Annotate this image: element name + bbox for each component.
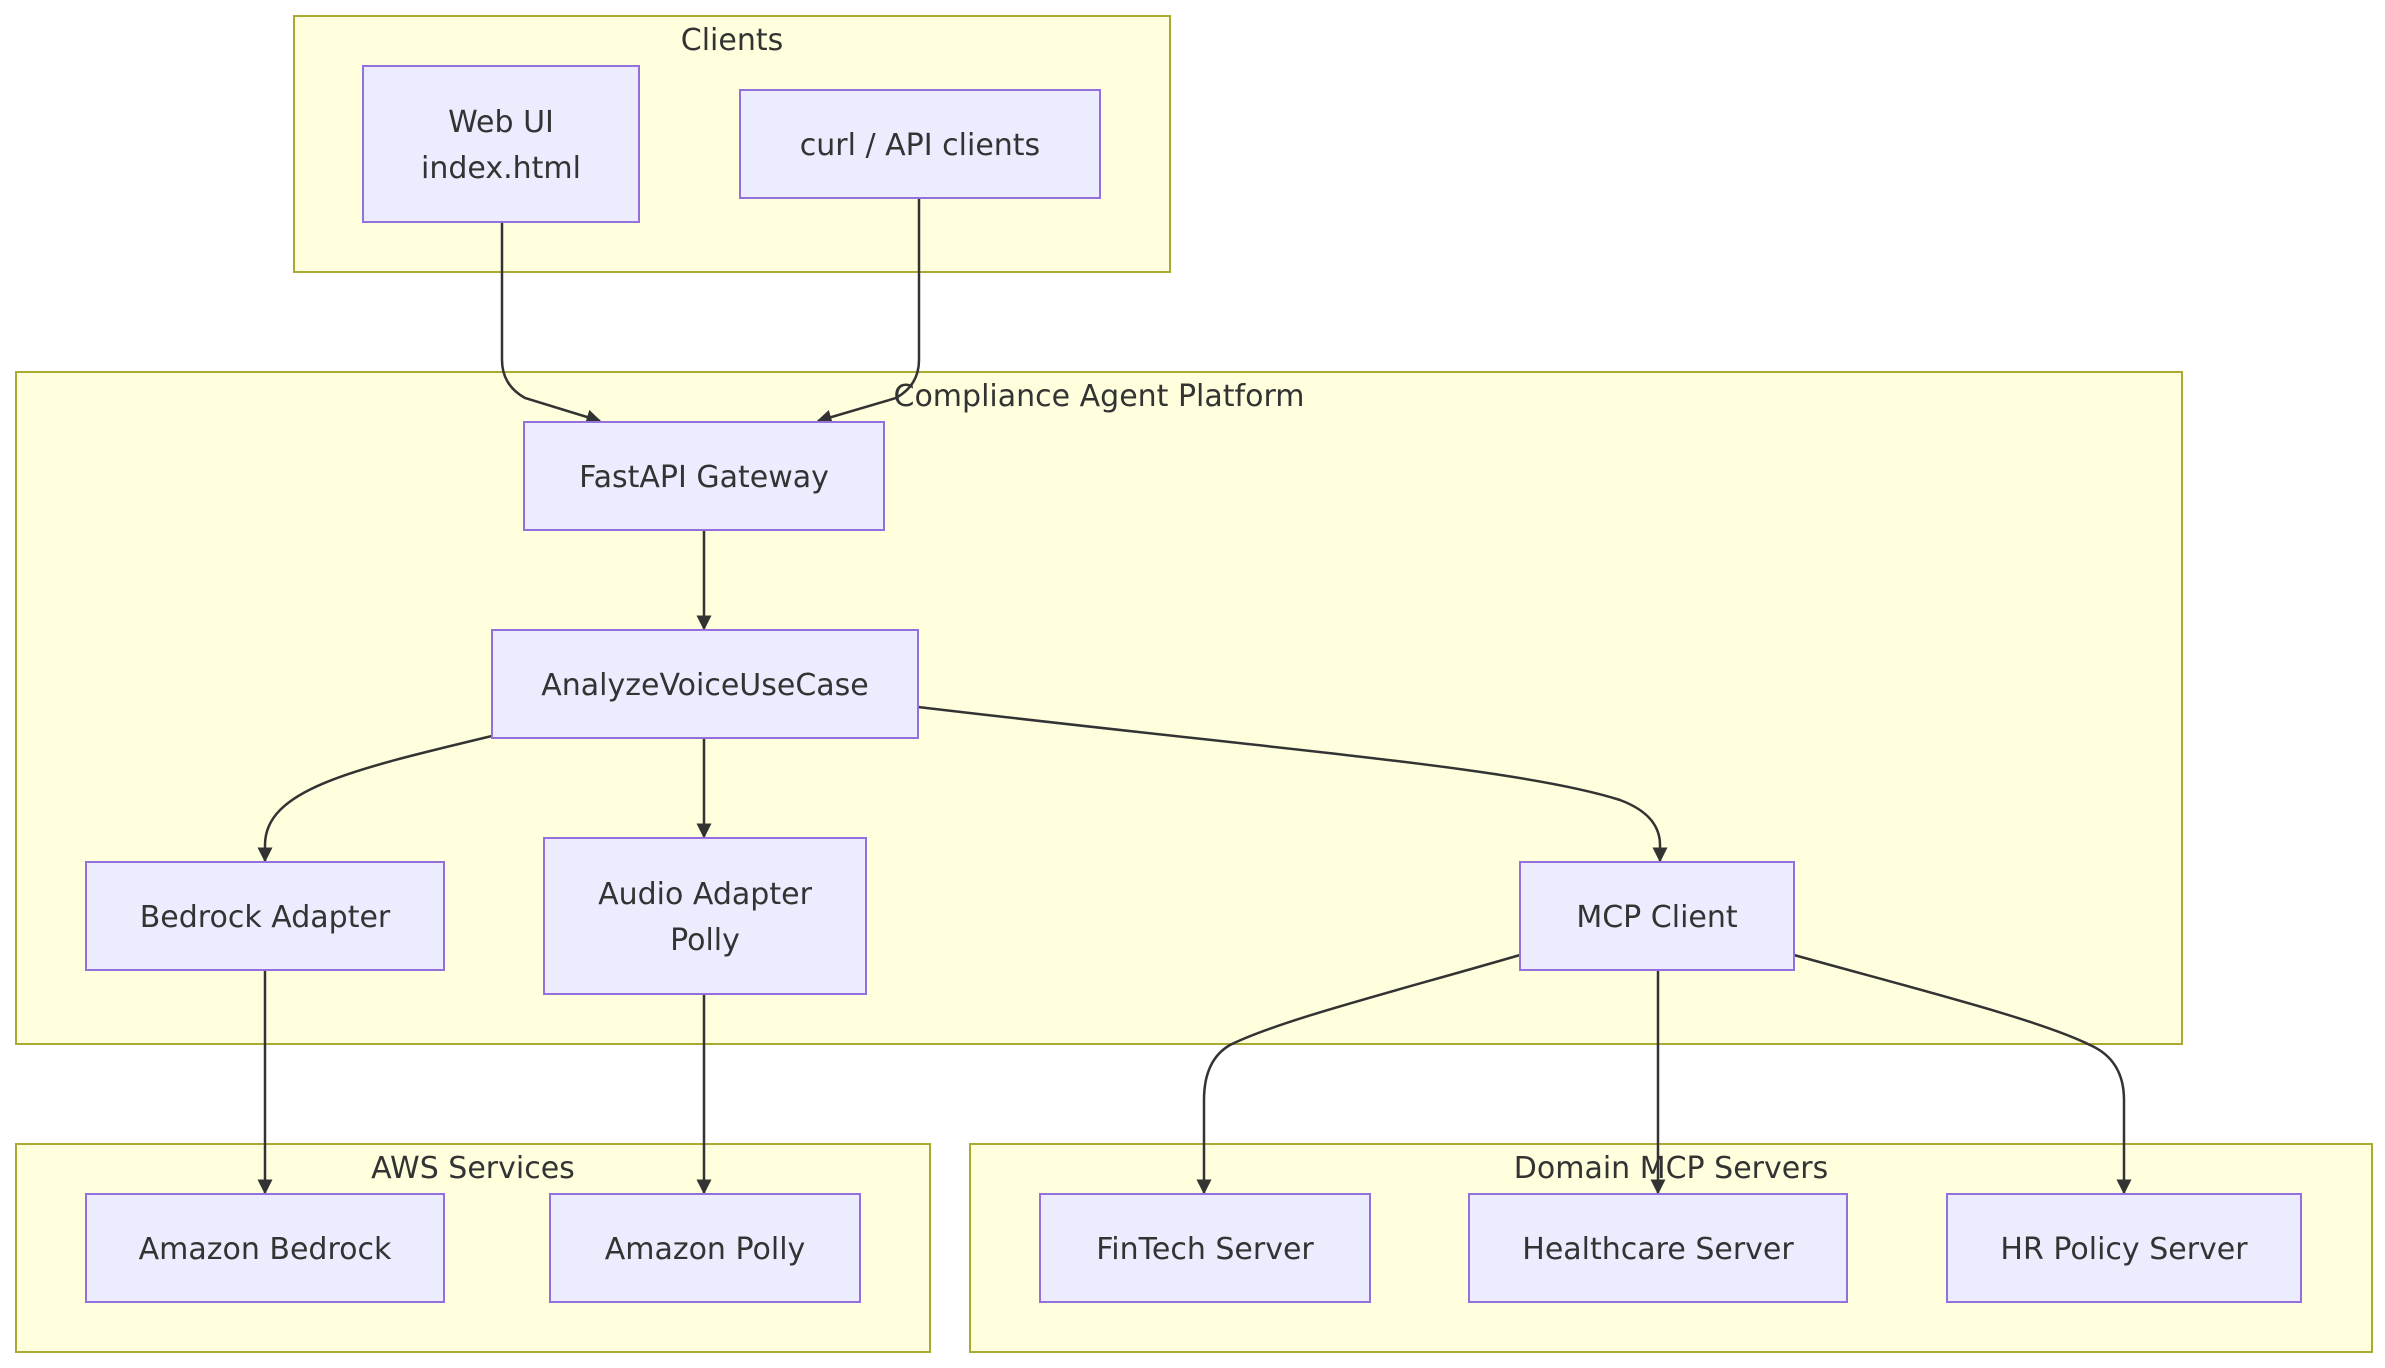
- node-label: Polly: [670, 923, 740, 958]
- node-label: FinTech Server: [1096, 1232, 1314, 1267]
- edges-layer: [257, 198, 2132, 1195]
- node-curl[interactable]: curl / API clients: [739, 89, 1101, 199]
- node-label: index.html: [421, 151, 581, 186]
- node-box: [85, 1193, 445, 1303]
- node-mcpClient[interactable]: MCP Client: [1519, 861, 1795, 971]
- node-box: [1468, 1193, 1848, 1303]
- edge-curl-gateway: [816, 198, 921, 425]
- node-box: [1039, 1193, 1371, 1303]
- node-fintech[interactable]: FinTech Server: [1039, 1193, 1371, 1303]
- node-amazonBedrock[interactable]: Amazon Bedrock: [85, 1193, 445, 1303]
- node-box: [543, 837, 867, 995]
- node-label: FastAPI Gateway: [579, 460, 829, 495]
- cluster-label: Domain MCP Servers: [1514, 1151, 1828, 1186]
- nodes-layer: Web UI index.html curl / API clientsFastAP…: [85, 65, 2302, 1303]
- edge-analyze-mcpClient: [917, 705, 1668, 863]
- cluster-label: AWS Services: [371, 1151, 575, 1186]
- node-label: AnalyzeVoiceUseCase: [541, 668, 869, 703]
- edge-mcpClient-fintech: [1196, 953, 1521, 1195]
- edge-webui-gateway: [500, 222, 602, 425]
- node-box: [739, 89, 1101, 199]
- node-box: [491, 629, 919, 739]
- node-healthcare[interactable]: Healthcare Server: [1468, 1193, 1848, 1303]
- node-label: curl / API clients: [800, 128, 1040, 163]
- cluster-label: Clients: [681, 23, 783, 58]
- node-box: [85, 861, 445, 971]
- edge-analyze-bedrockAdapter: [257, 734, 493, 863]
- node-gateway[interactable]: FastAPI Gateway: [523, 421, 885, 531]
- edge-mcpClient-hrpolicy: [1793, 953, 2132, 1195]
- node-label: Web UI: [448, 105, 554, 140]
- node-amazonPolly[interactable]: Amazon Polly: [549, 1193, 861, 1303]
- node-hrpolicy[interactable]: HR Policy Server: [1946, 1193, 2302, 1303]
- node-label: Amazon Polly: [605, 1232, 806, 1267]
- node-label: HR Policy Server: [2000, 1232, 2248, 1267]
- node-box: [523, 421, 885, 531]
- node-analyze[interactable]: AnalyzeVoiceUseCase: [491, 629, 919, 739]
- node-box: [1946, 1193, 2302, 1303]
- node-bedrockAdapter[interactable]: Bedrock Adapter: [85, 861, 445, 971]
- cluster-label: Compliance Agent Platform: [894, 379, 1305, 414]
- node-label: Amazon Bedrock: [139, 1232, 392, 1267]
- node-webui[interactable]: Web UI index.html: [362, 65, 640, 223]
- node-box: [362, 65, 640, 223]
- node-label: MCP Client: [1576, 900, 1738, 935]
- node-box: [1519, 861, 1795, 971]
- node-label: Healthcare Server: [1522, 1232, 1794, 1267]
- node-label: Bedrock Adapter: [140, 900, 391, 935]
- node-box: [549, 1193, 861, 1303]
- node-label: Audio Adapter: [598, 877, 812, 912]
- cluster-platform: Compliance Agent Platform: [15, 371, 2183, 1045]
